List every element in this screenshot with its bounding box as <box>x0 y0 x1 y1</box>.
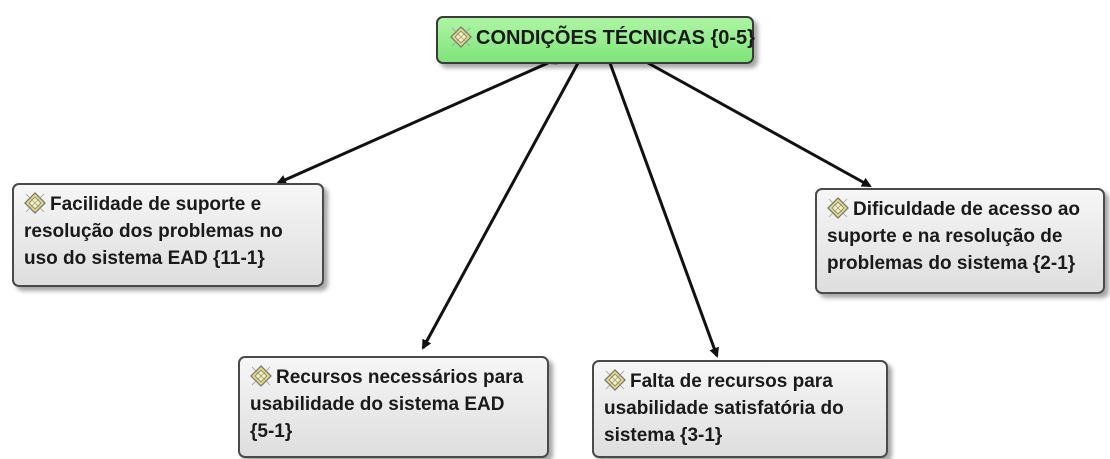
code-node-icon <box>450 26 472 48</box>
node-line: Recursos necessários para <box>276 367 524 388</box>
arrow-root-falta <box>602 53 719 358</box>
node-facilidade-suporte[interactable]: Facilidade de suporte e resolução dos pr… <box>12 183 324 287</box>
node-line: suporte e na resolução de <box>827 226 1063 247</box>
node-line: problemas do sistema {2-1} <box>827 253 1076 274</box>
code-node-icon <box>24 192 46 214</box>
node-line: Falta de recursos para <box>630 371 833 392</box>
node-recursos-necessarios[interactable]: Recursos necessários para usabilidade do… <box>238 356 549 458</box>
node-line: sistema {3-1} <box>604 425 723 446</box>
root-node[interactable]: CONDIÇÕES TÉCNICAS {0-5} <box>436 16 755 64</box>
node-line: usabilidade satisfatória do <box>604 398 844 419</box>
code-node-icon <box>604 369 626 391</box>
code-node-icon <box>250 365 272 387</box>
node-line: usabilidade do sistema EAD <box>250 394 505 415</box>
root-label: CONDIÇÕES TÉCNICAS {0-5} <box>476 27 755 49</box>
node-line: Dificuldade de acesso ao <box>853 199 1081 220</box>
node-dificuldade-acesso[interactable]: Dificuldade de acesso ao suporte e na re… <box>815 188 1105 294</box>
node-falta-recursos[interactable]: Falta de recursos para usabilidade satis… <box>592 360 888 458</box>
arrow-root-dificuldade <box>638 54 872 188</box>
node-line: resolução dos problemas no <box>24 221 283 242</box>
arrow-root-facilidade <box>276 55 558 185</box>
code-node-icon <box>827 197 849 219</box>
node-line: Facilidade de suporte e <box>50 194 262 215</box>
node-line: {5-1} <box>250 421 293 442</box>
arrow-root-recursos <box>421 53 587 350</box>
node-line: uso do sistema EAD {11-1} <box>24 248 265 269</box>
